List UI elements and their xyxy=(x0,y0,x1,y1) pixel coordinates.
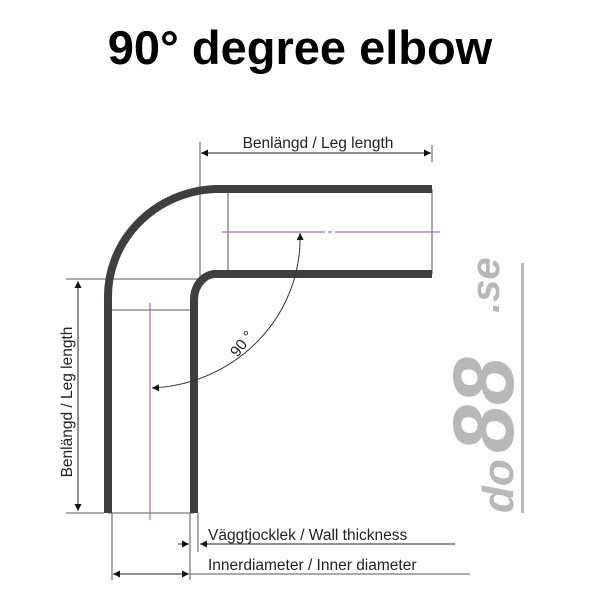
wall-thickness-label: Väggtjocklek / Wall thickness xyxy=(208,527,408,544)
logo-text-se: .se xyxy=(464,257,508,313)
do88-logo: do 88 .se xyxy=(445,257,532,513)
logo-text-88: 88 xyxy=(445,357,532,453)
inner-wall xyxy=(189,269,432,513)
angle-label: 90 ° xyxy=(227,328,257,360)
logo-underline xyxy=(521,263,524,513)
leg-length-top-label: Benlängd / Leg length xyxy=(243,135,394,152)
logo-text-do: do xyxy=(474,459,523,513)
inner-diameter-label: Innerdiameter / Inner diameter xyxy=(208,557,417,574)
page-title: 90° degree elbow xyxy=(107,21,493,74)
elbow-tube xyxy=(103,185,432,513)
leg-length-left-label: Benlängd / Leg length xyxy=(59,327,76,478)
extension-lines xyxy=(66,142,433,580)
outer-wall xyxy=(103,185,432,513)
angle-arc xyxy=(151,232,304,392)
centerlines xyxy=(149,231,440,520)
